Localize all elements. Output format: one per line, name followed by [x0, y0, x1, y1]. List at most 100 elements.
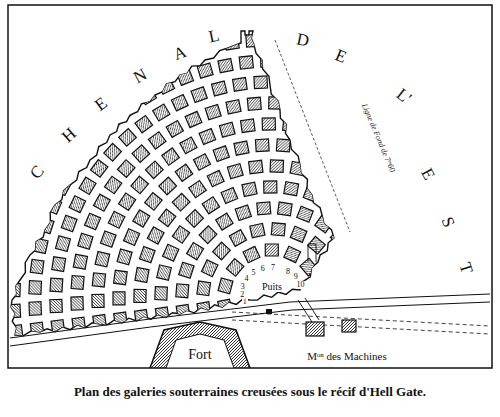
rock-pillar: [158, 78, 175, 95]
map-frame: [8, 5, 492, 368]
rock-pillar: [270, 160, 283, 172]
channel-letter: C: [27, 162, 47, 182]
rock-pillar: [108, 211, 125, 228]
rock-pillar: [77, 143, 94, 161]
rock-pillar: [359, 144, 376, 161]
rock-pillar: [216, 213, 233, 230]
rock-pillar: [12, 241, 26, 256]
rock-pillar: [226, 259, 244, 277]
rock-pillar: [34, 342, 49, 357]
rock-pillar: [428, 64, 446, 81]
rock-pillar: [231, 14, 245, 27]
rock-pillar: [177, 69, 193, 85]
rock-pillar: [386, 63, 403, 80]
rock-pillar: [487, 123, 500, 141]
rock-pillar: [187, 243, 204, 260]
rock-pillar: [37, 127, 54, 145]
rock-pillar: [79, 177, 96, 194]
rock-pillars: [0, 13, 500, 417]
rock-pillar: [348, 46, 364, 62]
rock-pillar: [241, 119, 256, 133]
rock-pillar: [267, 34, 280, 46]
rock-pillar: [257, 202, 271, 215]
rock-pillar: [50, 299, 62, 312]
channel-letter: N: [131, 66, 150, 87]
rock-pillar: [131, 176, 149, 194]
fort-label: Fort: [188, 347, 211, 362]
rock-pillar: [225, 36, 240, 50]
rock-pillar: [322, 126, 338, 142]
rock-pillar: [364, 241, 380, 258]
rock-pillar: [202, 197, 219, 214]
rock-pillar: [213, 242, 231, 260]
rock-pillar: [10, 406, 26, 417]
rock-pillar: [218, 58, 233, 72]
callout-number: 5: [251, 269, 257, 277]
rock-pillar: [197, 302, 211, 317]
rock-pillar: [3, 387, 19, 403]
rock-pillar: [276, 139, 290, 152]
channel-letter: S: [438, 214, 457, 229]
callout-number: 7: [270, 264, 276, 272]
channel-letter: L': [393, 85, 414, 107]
rock-pillar: [189, 22, 205, 37]
rock-pillar: [0, 243, 4, 258]
rock-pillar: [342, 66, 358, 82]
rock-pillar: [147, 227, 164, 244]
rock-pillar: [39, 362, 54, 378]
rock-pillar: [7, 182, 23, 199]
rock-pillar: [247, 97, 261, 110]
channel-letter: H: [59, 125, 80, 146]
rock-pillar: [265, 244, 278, 256]
rock-pillar: [179, 262, 194, 278]
access-track: [298, 298, 319, 322]
rock-pillar: [158, 209, 175, 227]
rock-pillar: [284, 182, 299, 196]
rock-pillar: [331, 272, 346, 288]
rock-pillar: [322, 195, 339, 212]
rock-pillar: [75, 337, 90, 353]
rock-pillar: [281, 55, 295, 68]
rock-pillar: [290, 161, 305, 175]
rock-pillar: [207, 170, 224, 186]
rock-pillar: [444, 77, 462, 95]
rock-pillar: [0, 348, 6, 363]
rock-pillar: [0, 368, 12, 384]
rock-pillar: [384, 236, 400, 253]
rock-pillar: [0, 222, 9, 238]
rock-pillar: [218, 299, 232, 314]
rock-pillar: [478, 146, 495, 163]
rock-pillar: [104, 176, 121, 194]
rock-pillar: [310, 166, 326, 182]
rock-pillar: [414, 106, 432, 124]
rock-pillar: [32, 403, 49, 417]
rock-pillar: [341, 134, 358, 151]
rock-pillar: [493, 229, 500, 245]
rock-pillar: [76, 397, 93, 414]
rock-pillar: [499, 140, 500, 157]
rock-pillar: [383, 194, 400, 212]
rock-pillar: [124, 229, 140, 246]
rock-pillar: [176, 304, 190, 319]
rock-pillar: [34, 238, 49, 253]
rock-pillar: [275, 76, 289, 89]
jetty: [308, 244, 316, 262]
rock-pillar: [499, 183, 500, 200]
rock-pillar: [303, 186, 319, 202]
rock-pillar: [283, 118, 297, 131]
rock-pillar: [60, 360, 76, 376]
rock-pillar: [421, 85, 439, 102]
rock-pillar: [29, 302, 42, 316]
rock-pillar: [249, 160, 263, 173]
rock-pillar: [297, 206, 313, 222]
depth-label: Ligne de Fond de 7ᵐ60: [360, 103, 396, 174]
rock-pillar: [46, 198, 62, 215]
rock-pillar: [155, 307, 169, 322]
rock-pillar: [149, 35, 166, 51]
rock-pillar: [100, 231, 116, 247]
rock-pillar: [367, 54, 384, 70]
shore-line: [10, 302, 490, 346]
rock-pillar: [176, 284, 189, 298]
rock-pillar: [425, 225, 441, 242]
rock-pillar: [95, 252, 110, 267]
